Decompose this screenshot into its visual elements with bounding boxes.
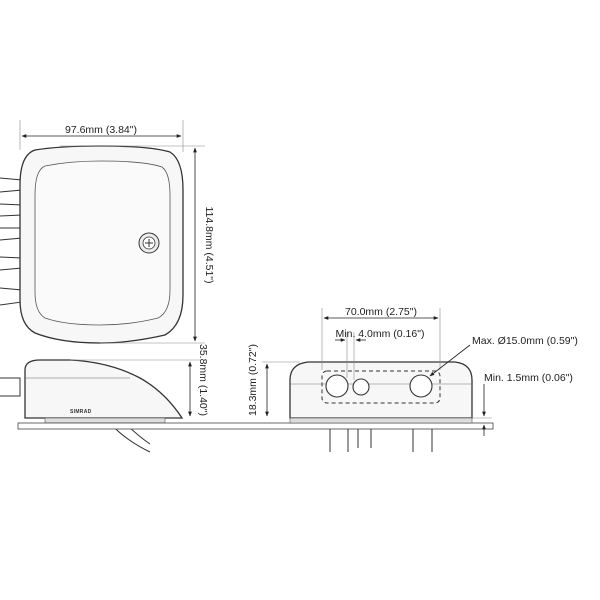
below-surface-cables	[329, 429, 433, 452]
height-top-label: 114.8mm (4.51")	[203, 206, 215, 283]
max-diameter-callout: Max. Ø15.0mm (0.59")	[429, 335, 578, 377]
front-height-dimension: 18.3mm (0.72")	[247, 344, 300, 417]
top-view-lid	[34, 160, 171, 326]
cable-hole-left	[325, 374, 349, 398]
min-spacing-label: Min. 4.0mm (0.16")	[336, 328, 425, 340]
side-view-mount	[44, 417, 166, 424]
mounting-surface	[17, 422, 494, 430]
front-view-mount	[289, 417, 473, 424]
front-width-dimension: 70.0mm (2.75")	[321, 306, 441, 370]
front-view-housing	[289, 361, 473, 419]
max-diameter-label: Max. Ø15.0mm (0.59")	[472, 335, 578, 347]
min-spacing-dimension: Min. 4.0mm (0.16")	[335, 328, 424, 380]
height-side-label: 35.8mm (1.40")	[197, 344, 209, 416]
height-dimension: 114.8mm (4.51")	[60, 145, 215, 344]
top-view: 97.6mm (3.84") 114.8mm (4.51")	[0, 120, 215, 344]
side-height-dimension: 35.8mm (1.40")	[70, 344, 209, 417]
side-view: SIMRAD 35.8mm (1.40")	[0, 344, 209, 453]
side-view-housing	[24, 359, 184, 419]
cable-hole-right	[409, 374, 433, 398]
top-view-cables	[0, 177, 23, 306]
front-width-label: 70.0mm (2.75")	[345, 306, 417, 318]
min-clearance-label: Min. 1.5mm (0.06")	[484, 372, 573, 384]
width-dimension: 97.6mm (3.84")	[19, 120, 184, 152]
cable-hole-small	[352, 378, 370, 396]
width-label: 97.6mm (3.84")	[65, 124, 137, 136]
cable-entry-box	[321, 370, 441, 404]
brand-label: SIMRAD	[70, 409, 92, 415]
front-view: 70.0mm (2.75") Min. 4.0mm (0.16") Max. Ø…	[247, 306, 578, 452]
front-height-label: 18.3mm (0.72")	[247, 344, 259, 416]
min-clearance-dimension: Min. 1.5mm (0.06")	[472, 372, 573, 436]
screw-icon	[138, 232, 160, 254]
